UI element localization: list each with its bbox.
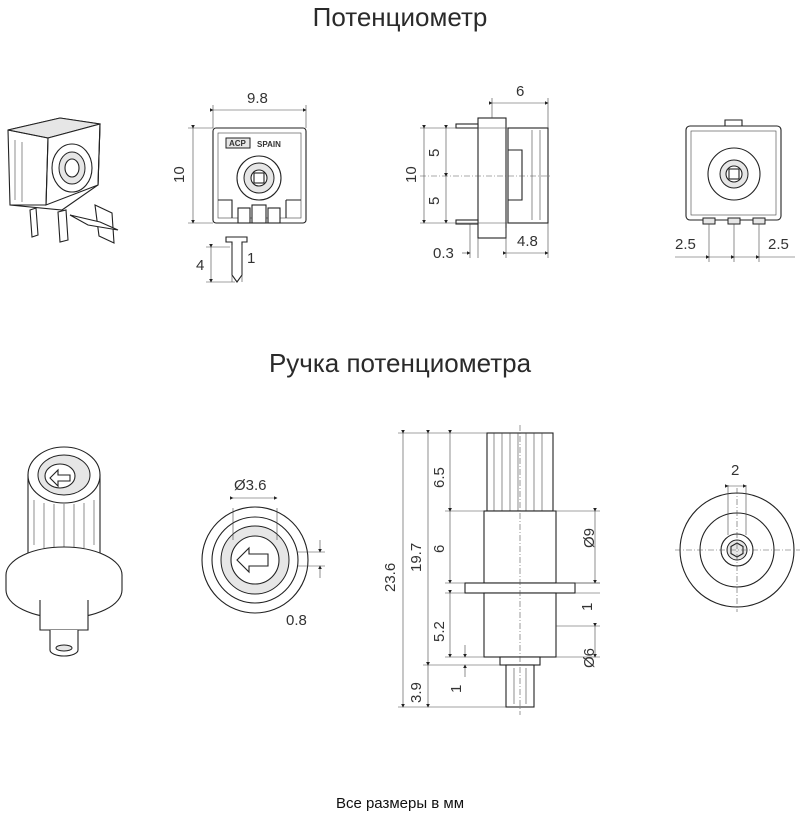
- potentiometer-back-view: 2.5 2.5: [675, 119, 795, 262]
- side-upper-half-dim: 5: [426, 149, 443, 157]
- potentiometer-front-view: ACP SPAIN 9.8 10 4 1: [171, 90, 307, 283]
- potentiometer-title: Потенциометр: [312, 2, 488, 32]
- front-height-dim: 10: [171, 166, 188, 183]
- brand-logo-text: ACP: [229, 139, 247, 148]
- brand-country-text: SPAIN: [257, 140, 281, 149]
- knob-title: Ручка потенциометра: [268, 348, 532, 378]
- back-left-pitch-dim: 2.5: [675, 236, 696, 253]
- side-pin-offset-dim: 0.3: [433, 245, 454, 262]
- knob-isometric-view: [5, 446, 123, 657]
- knob-grip-length-dim: 6.5: [431, 467, 448, 488]
- side-body-depth-dim: 4.8: [517, 233, 538, 250]
- knob-flange-dim: 1: [579, 603, 596, 611]
- knob-diameter-9-dim: Ø9: [581, 528, 598, 548]
- potentiometer-side-view: 6 10 5 5 0.3 4.8: [403, 83, 552, 262]
- knob-shaft-length-dim: 3.9: [408, 682, 425, 703]
- knob-step-dim: 1: [448, 685, 465, 693]
- side-depth-dim: 6: [516, 83, 524, 100]
- potentiometer-isometric-view: [7, 117, 119, 244]
- knob-total-length-dim: 23.6: [382, 563, 399, 592]
- knob-middle-length-dim: 6: [431, 545, 448, 553]
- knob-bore-diameter-dim: Ø3.6: [234, 477, 267, 494]
- side-lower-half-dim: 5: [426, 197, 443, 205]
- front-width-dim: 9.8: [247, 90, 268, 107]
- knob-front-view: Ø3.6 0.8: [201, 477, 325, 629]
- units-note: Все размеры в мм: [335, 795, 465, 812]
- side-height-dim: 10: [403, 166, 420, 183]
- knob-side-view: 23.6 19.7 6.5 6 5.2 1 3.9 Ø9 1: [382, 425, 600, 715]
- back-right-pitch-dim: 2.5: [768, 236, 789, 253]
- knob-lower-length-dim: 5.2: [431, 621, 448, 642]
- knob-rim-dim: 0.8: [286, 612, 307, 629]
- knob-end-key-dim: 2: [731, 462, 739, 479]
- knob-diameter-6-dim: Ø6: [581, 648, 598, 668]
- knob-length-19-7-dim: 19.7: [408, 543, 425, 572]
- pin-width-dim: 1: [247, 250, 255, 267]
- pin-length-dim: 4: [196, 257, 204, 274]
- knob-rear-view: 2: [675, 462, 800, 612]
